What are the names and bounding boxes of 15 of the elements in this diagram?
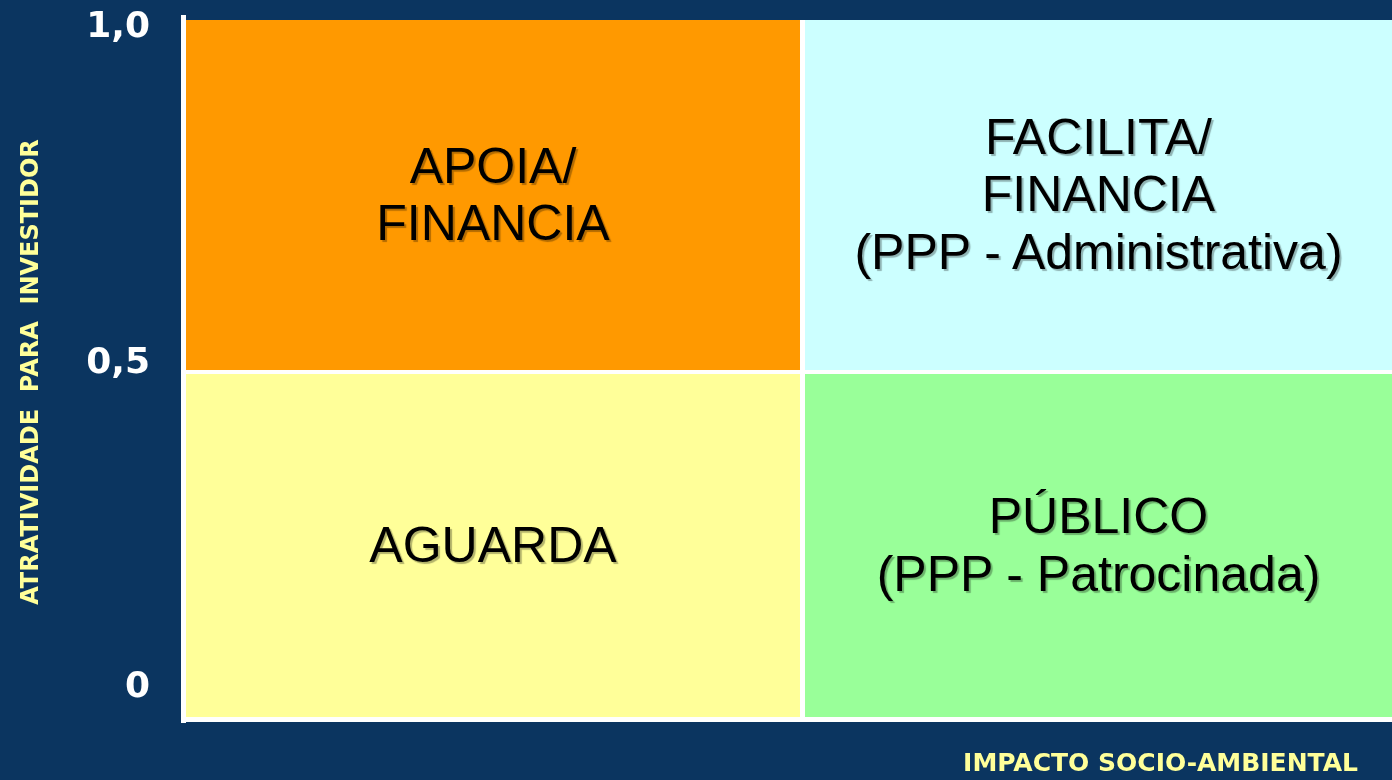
y-axis-title: ATRATIVIDADE PARA INVESTIDOR <box>16 139 44 605</box>
quadrant-label: FACILITA/ FINANCIA <box>980 108 1217 224</box>
quadrant-label: (PPP - Administrativa) <box>854 223 1343 282</box>
quadrant-label: PÚBLICO <box>988 488 1209 546</box>
x-axis-title: IMPACTO SOCIO-AMBIENTAL <box>963 748 1358 777</box>
quadrant-label: APOIA/ FINANCIA <box>375 137 611 253</box>
tick-label: 0,5 <box>86 340 150 381</box>
quadrant-cell <box>186 20 800 370</box>
quadrant-cell <box>805 374 1392 717</box>
quadrant-label: (PPP - Patrocinada) <box>876 545 1321 603</box>
tick-label: 1,0 <box>86 4 150 45</box>
quadrant-label: AGUARDA <box>369 516 617 575</box>
quadrant-cell <box>805 20 1392 370</box>
quadrant-cell <box>186 374 800 717</box>
tick-label: 0 <box>124 664 150 705</box>
